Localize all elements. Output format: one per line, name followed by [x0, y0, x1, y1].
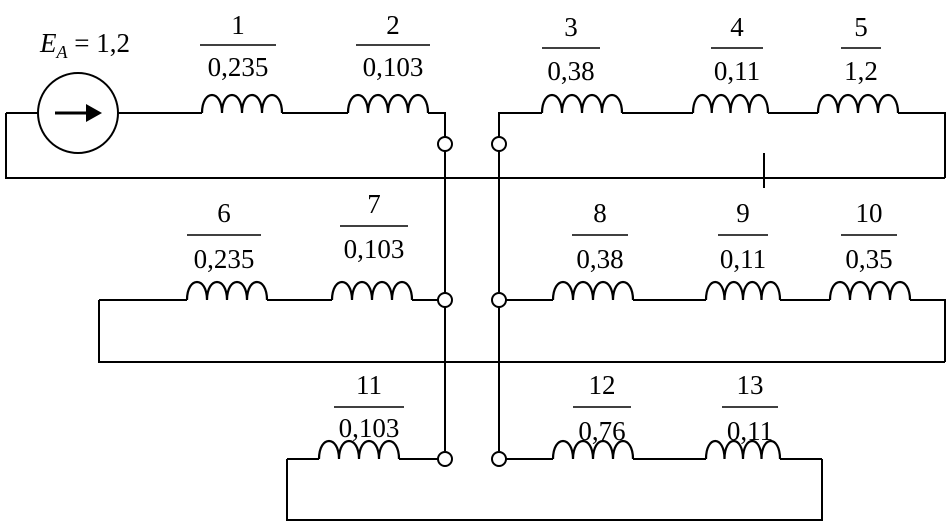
- inductor-value: 0,38: [576, 244, 623, 274]
- source-label-main: E: [39, 28, 57, 58]
- inductor-12: 12 0,76: [551, 370, 635, 460]
- inductor-number: 4: [730, 12, 744, 42]
- inductor-number: 12: [589, 370, 616, 400]
- inductor-number: 8: [593, 198, 607, 228]
- source-label-sub: A: [56, 42, 69, 62]
- inductor-number: 2: [386, 10, 400, 40]
- inductor-number: 10: [856, 198, 883, 228]
- voltage-source: EA = 1,2: [37, 28, 130, 154]
- inductor-10: 10 0,35: [828, 198, 912, 301]
- terminals: [437, 136, 507, 467]
- inductor-value: 0,235: [208, 52, 269, 82]
- inductor-value: 0,35: [845, 244, 892, 274]
- inductor-4: 4 0,11: [691, 12, 770, 114]
- inductor-number: 1: [231, 10, 245, 40]
- inductor-number: 9: [736, 198, 750, 228]
- terminal-node: [437, 451, 453, 467]
- inductor-value: 0,11: [714, 56, 760, 86]
- inductor-number: 3: [564, 12, 578, 42]
- inductor-value: 0,11: [727, 416, 773, 446]
- inductor-value: 0,103: [344, 234, 405, 264]
- terminal-node: [437, 136, 453, 152]
- terminal-node: [491, 451, 507, 467]
- inductor-3: 3 0,38: [540, 12, 624, 114]
- inductor-8: 8 0,38: [551, 198, 635, 301]
- inductor-9: 9 0,11: [704, 198, 782, 301]
- inductor-number: 13: [737, 370, 764, 400]
- inductor-7: 7 0,103: [330, 189, 414, 301]
- inductor-number: 7: [367, 189, 381, 219]
- source-label: EA = 1,2: [39, 28, 130, 62]
- inductor-13: 13 0,11: [704, 370, 782, 460]
- inductor-6: 6 0,235: [185, 198, 269, 301]
- arrow-right-icon: [55, 104, 102, 122]
- inductor-value: 1,2: [844, 56, 878, 86]
- inductor-value: 0,76: [578, 416, 625, 446]
- inductor-2: 2 0,103: [346, 10, 430, 114]
- source-label-value: = 1,2: [68, 28, 130, 58]
- terminal-node: [437, 292, 453, 308]
- inductor-value: 0,235: [194, 244, 255, 274]
- inductor-5: 5 1,2: [816, 12, 900, 114]
- inductor-number: 11: [356, 370, 382, 400]
- terminal-node: [491, 292, 507, 308]
- wiring: [5, 112, 946, 521]
- inductor-value: 0,103: [363, 52, 424, 82]
- terminal-node: [491, 136, 507, 152]
- inductor-value: 0,11: [720, 244, 766, 274]
- inductor-number: 6: [217, 198, 231, 228]
- inductor-value: 0,38: [547, 56, 594, 86]
- inductor-11: 11 0,103: [317, 370, 404, 460]
- inductor-1: 1 0,235: [200, 10, 284, 114]
- inductor-value: 0,103: [339, 413, 400, 443]
- inductor-number: 5: [854, 12, 868, 42]
